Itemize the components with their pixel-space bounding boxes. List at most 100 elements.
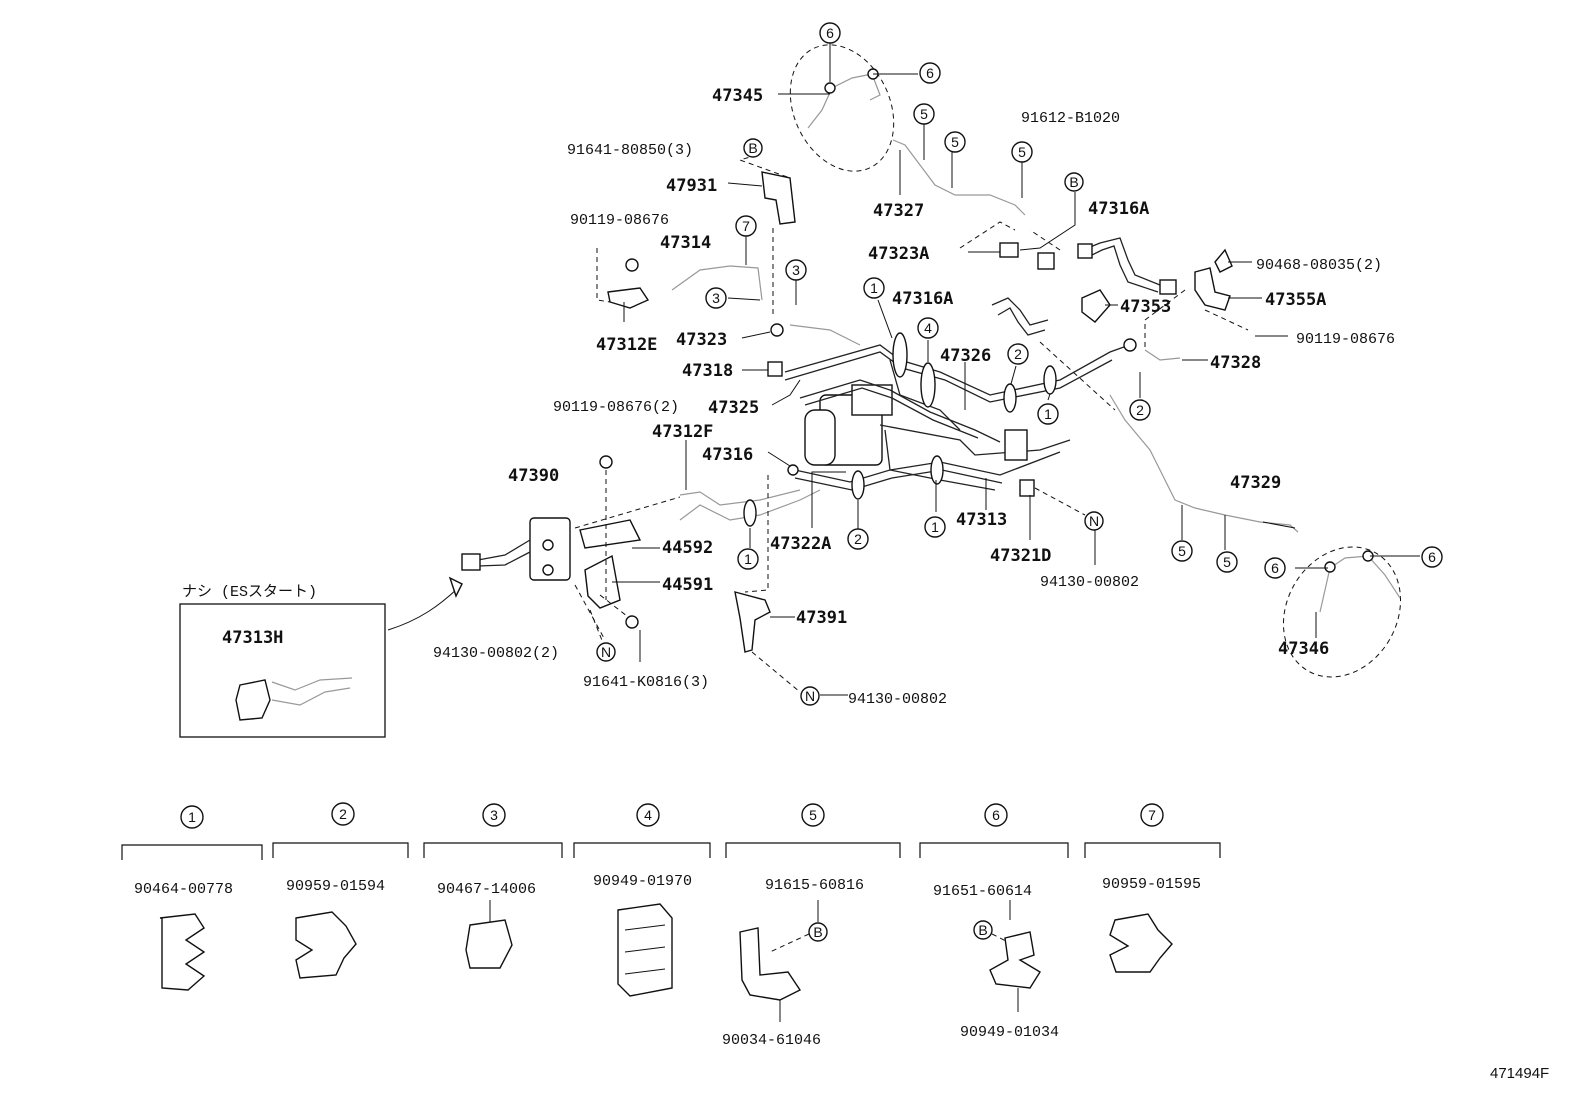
svg-text:6: 6 bbox=[992, 807, 1000, 823]
svg-text:6: 6 bbox=[926, 65, 934, 81]
fitting-47345-a bbox=[824, 82, 836, 94]
callout-B: B bbox=[1064, 172, 1084, 192]
svg-text:6: 6 bbox=[1271, 560, 1279, 576]
label-47345: 47345 bbox=[712, 86, 763, 106]
svg-text:N: N bbox=[805, 688, 815, 704]
label-47931: 47931 bbox=[666, 176, 717, 196]
svg-text:6: 6 bbox=[1428, 549, 1436, 565]
svg-text:2: 2 bbox=[854, 531, 862, 547]
legend-part-2: 90959-01594 bbox=[286, 878, 385, 895]
bracket-icon-5 bbox=[739, 927, 802, 1001]
bolt-91641-K0816 bbox=[625, 615, 639, 629]
inset-arrow bbox=[387, 587, 459, 631]
clamp-2b bbox=[851, 470, 865, 500]
part-47313H bbox=[235, 679, 271, 721]
j-bolt-1 bbox=[542, 539, 554, 551]
callout-7: 7 bbox=[735, 215, 757, 237]
svg-text:7: 7 bbox=[742, 218, 750, 234]
clamp-block bbox=[1004, 429, 1028, 461]
svg-text:B: B bbox=[978, 922, 987, 938]
label-47329: 47329 bbox=[1230, 473, 1281, 493]
callouts: 6 6 6 6 5 5 5 5 5 7 3 3 1 1 1 1 4 2 2 2 … bbox=[596, 22, 1443, 706]
label-47327: 47327 bbox=[873, 201, 924, 221]
svg-text:B: B bbox=[813, 924, 822, 940]
svg-text:5: 5 bbox=[1018, 144, 1026, 160]
clamp-icon-1 bbox=[159, 913, 206, 991]
callout-3: 3 bbox=[785, 259, 807, 281]
label-90468-08035: 90468-08035(2) bbox=[1256, 257, 1382, 274]
fitting-b bbox=[1159, 279, 1177, 295]
bracket-47312E bbox=[607, 287, 650, 309]
clip-90468 bbox=[1214, 248, 1233, 273]
actuator-top bbox=[851, 384, 893, 416]
bracket-47321D bbox=[1019, 479, 1035, 497]
rear-right-group bbox=[1282, 546, 1402, 678]
legend-item-1: 1 90464-00778 bbox=[121, 805, 263, 991]
legend-part-4: 90949-01970 bbox=[593, 873, 692, 890]
label-94130-00802-2: 94130-00802(2) bbox=[433, 645, 559, 662]
legend-part-7: 90959-01595 bbox=[1102, 876, 1201, 893]
svg-text:3: 3 bbox=[792, 262, 800, 278]
svg-text:5: 5 bbox=[809, 807, 817, 823]
bracket-44591 bbox=[584, 554, 621, 609]
label-47390: 47390 bbox=[508, 466, 559, 486]
clamp-icon-2 bbox=[295, 911, 357, 979]
legend-sub-5: 90034-61046 bbox=[722, 1032, 821, 1049]
upper-left-parts bbox=[596, 154, 796, 315]
fitting-47316 bbox=[787, 464, 799, 476]
svg-text:4: 4 bbox=[924, 320, 932, 336]
fitting-47323 bbox=[770, 323, 784, 337]
legend-item-7: 7 90959-01595 bbox=[1084, 803, 1221, 973]
diagram-id: 471494F bbox=[1490, 1065, 1549, 1082]
svg-text:B: B bbox=[748, 140, 757, 156]
callout-3: 3 bbox=[705, 287, 727, 309]
actuator-motor bbox=[804, 409, 836, 466]
clamp-1c bbox=[930, 455, 944, 485]
label-47391: 47391 bbox=[796, 608, 847, 628]
j-bolt-2 bbox=[542, 564, 554, 576]
clamp-2a bbox=[1003, 383, 1017, 413]
callout-N: N bbox=[800, 686, 820, 706]
callout-4: 4 bbox=[917, 317, 939, 339]
label-47325: 47325 bbox=[708, 398, 759, 418]
bolt-90119-a bbox=[625, 258, 639, 272]
bracket-47391 bbox=[734, 591, 771, 653]
bracket-47931 bbox=[761, 171, 796, 225]
legend-sub-6: 90949-01034 bbox=[960, 1024, 1059, 1041]
legend-item-5: 5 91615-60816 B 90034-61046 bbox=[722, 803, 901, 1049]
callout-5: 5 bbox=[1216, 551, 1238, 573]
svg-text:5: 5 bbox=[951, 134, 959, 150]
label-47313H: 47313H bbox=[222, 628, 283, 648]
clamp-1b bbox=[1043, 365, 1057, 395]
callout-6: 6 bbox=[1264, 557, 1286, 579]
fitting-47328 bbox=[1123, 338, 1137, 352]
svg-text:4: 4 bbox=[644, 807, 652, 823]
left-group bbox=[387, 455, 801, 693]
label-47323A: 47323A bbox=[868, 244, 929, 264]
label-47313: 47313 bbox=[956, 510, 1007, 530]
clamp-4 bbox=[920, 362, 936, 408]
label-94130-00802-b: 94130-00802 bbox=[848, 691, 947, 708]
fitting-c bbox=[1037, 252, 1055, 270]
connector-left bbox=[461, 553, 481, 571]
svg-text:2: 2 bbox=[339, 806, 347, 822]
label-47316A-top: 47316A bbox=[1088, 199, 1149, 219]
clamp-1a bbox=[892, 332, 908, 378]
bracket-47353 bbox=[1081, 289, 1111, 323]
bracket-47355A bbox=[1194, 267, 1231, 311]
label-47346: 47346 bbox=[1278, 639, 1329, 659]
svg-text:5: 5 bbox=[1223, 554, 1231, 570]
svg-text:1: 1 bbox=[1044, 406, 1052, 422]
svg-text:1: 1 bbox=[931, 519, 939, 535]
fitting-47318 bbox=[767, 361, 783, 377]
label-47312F: 47312F bbox=[652, 422, 713, 442]
callout-6: 6 bbox=[819, 22, 841, 44]
inset-arrow-head bbox=[448, 576, 463, 598]
label-47318: 47318 bbox=[682, 361, 733, 381]
inset-box: ナシ (ESスタート) 47313H bbox=[179, 583, 386, 738]
label-47316A-mid: 47316A bbox=[892, 289, 953, 309]
inset-caption: ナシ (ESスタート) bbox=[182, 583, 317, 601]
fitting-47346-a bbox=[1324, 561, 1336, 573]
svg-text:2: 2 bbox=[1136, 402, 1144, 418]
legend-item-2: 2 90959-01594 bbox=[272, 802, 409, 979]
